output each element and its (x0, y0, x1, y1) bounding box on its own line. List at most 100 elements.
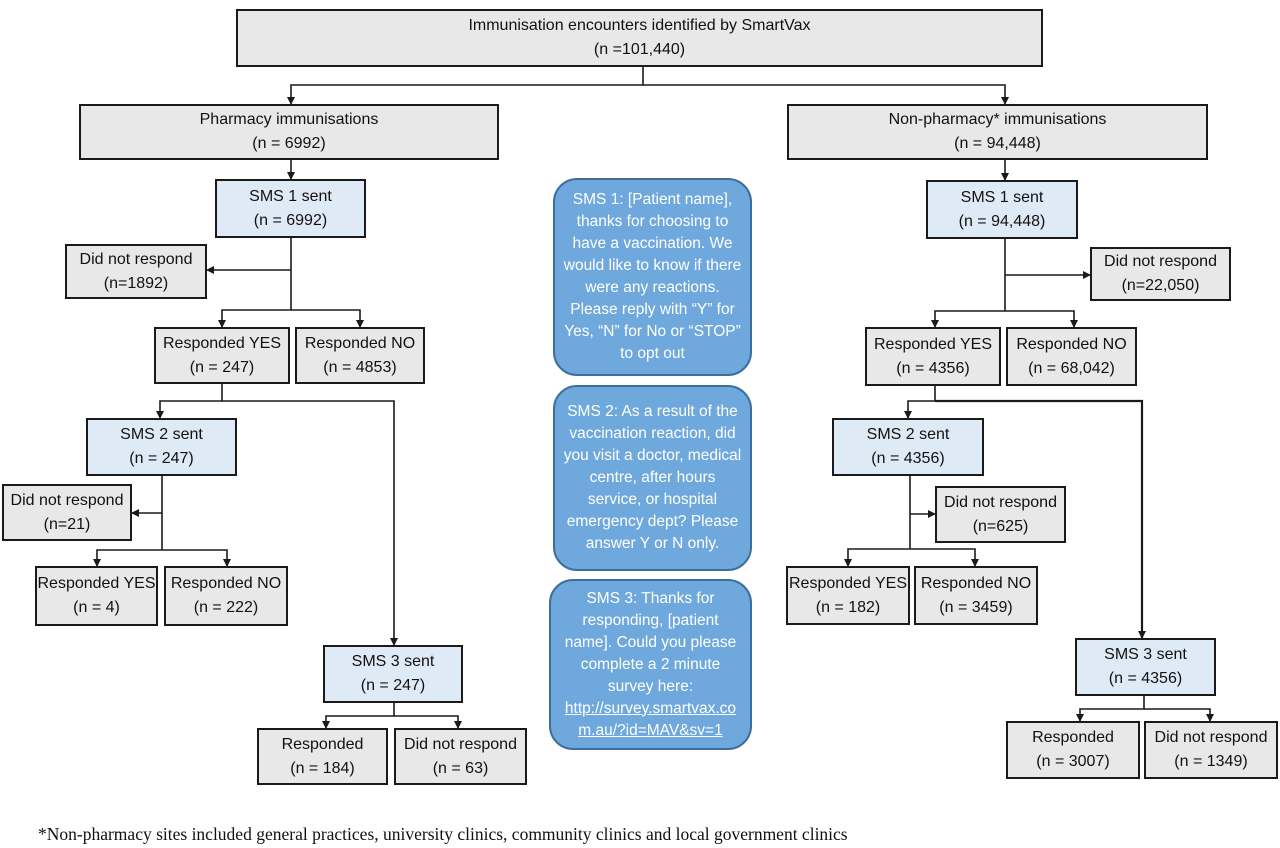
connector-sms2-to-yes (93, 549, 162, 567)
pharmacy-no2-label: Responded NO (170, 575, 282, 592)
nonpharmacy-sms1-box: SMS 1 sent (n = 94,448) (926, 180, 1078, 239)
nonpharmacy-header-title: Non-pharmacy* immunisations (888, 111, 1107, 128)
connector-sms1-to-yes (218, 309, 291, 328)
pharmacy-no-response3-label: Did not respond (404, 735, 517, 753)
nonpharmacy-no1-box: Responded NO (n = 68,042) (1006, 327, 1137, 386)
pharmacy-responded3-label: Responded (281, 735, 364, 753)
sms3-message-text: SMS 3: Thanks for responding, [patient n… (564, 589, 737, 695)
connector-top-to-pharmacy (287, 67, 644, 105)
pharmacy-no-response2-box: Did not respond (n=21) (2, 484, 132, 541)
pharmacy-no-response1-count: (n=1892) (103, 274, 169, 292)
pharmacy-header-box: Pharmacy immunisations (n = 6992) (79, 104, 499, 160)
pharmacy-no-response1-label: Did not respond (79, 250, 193, 268)
nonpharmacy-sms3-box: SMS 3 sent (n = 4356) (1075, 638, 1216, 696)
top-box-count: (n =101,440) (593, 41, 686, 58)
nonpharmacy-no-response2-count: (n=625) (972, 517, 1029, 535)
nonpharmacy-responded3-label: Responded (1032, 729, 1114, 746)
pharmacy-responded3-count: (n = 184) (290, 759, 355, 777)
pharmacy-sms2-box: SMS 2 sent (n = 247) (86, 418, 237, 476)
pharmacy-sms1-box: SMS 1 sent (n = 6992) (215, 179, 366, 238)
pharmacy-sms2-label: SMS 2 sent (120, 426, 203, 443)
pharmacy-sms1-count: (n = 6992) (253, 211, 328, 229)
pharmacy-no2-count: (n = 222) (193, 599, 259, 616)
connector-yes-to-sms3-right (935, 399, 1146, 639)
nonpharmacy-header-count: (n = 94,448) (954, 135, 1041, 152)
nonpharmacy-sms3-label: SMS 3 sent (1104, 646, 1187, 663)
connector-yes-to-sms3 (222, 400, 398, 646)
survey-link[interactable]: http://survey.smartvax.com.au/?id=MAV&sv… (564, 699, 737, 739)
nonpharmacy-header-box: Non-pharmacy* immunisations (n = 94,448) (787, 104, 1208, 160)
pharmacy-yes2-box: Responded YES (n = 4) (35, 566, 158, 626)
pharmacy-no-response2-count: (n=21) (43, 515, 91, 533)
nonpharmacy-no1-label: Responded NO (1016, 335, 1127, 353)
connector-sms2-to-yes-right (844, 548, 910, 567)
pharmacy-no1-box: Responded NO (n = 4853) (295, 327, 425, 384)
nonpharmacy-yes1-label: Responded YES (873, 335, 992, 353)
pharmacy-sms2-count: (n = 247) (129, 450, 194, 467)
sms1-message-bubble: SMS 1: [Patient name], thanks for choosi… (553, 178, 752, 376)
pharmacy-sms1-label: SMS 1 sent (249, 187, 332, 205)
pharmacy-sms3-box: SMS 3 sent (n = 247) (323, 645, 463, 703)
connector-sms3-to-no-response (394, 715, 462, 729)
nonpharmacy-no-response1-box: Did not respond (n=22,050) (1090, 247, 1231, 301)
nonpharmacy-yes1-count: (n = 4356) (896, 359, 970, 377)
connector-sms3-to-responded (322, 703, 395, 729)
nonpharmacy-no-response3-box: Did not respond (n = 1349) (1144, 721, 1278, 779)
pharmacy-sms3-label: SMS 3 sent (351, 653, 435, 670)
nonpharmacy-no1-count: (n = 68,042) (1028, 359, 1115, 377)
pharmacy-sms3-count: (n = 247) (360, 677, 426, 694)
nonpharmacy-yes2-count: (n = 182) (815, 598, 881, 616)
nonpharmacy-responded3-count: (n = 3007) (1036, 753, 1110, 770)
pharmacy-no2-box: Responded NO (n = 222) (164, 566, 288, 626)
nonpharmacy-no2-box: Responded NO (n = 3459) (914, 566, 1038, 625)
nonpharmacy-sms2-count: (n = 4356) (871, 450, 945, 467)
connector-yes-to-sms2-right (904, 386, 936, 419)
sms2-message-bubble: SMS 2: As a result of the vaccination re… (553, 385, 752, 571)
top-box: Immunisation encounters identified by Sm… (236, 9, 1043, 67)
nonpharmacy-sms2-box: SMS 2 sent (n = 4356) (832, 418, 984, 476)
top-box-title: Immunisation encounters identified by Sm… (468, 17, 811, 34)
pharmacy-yes2-count: (n = 4) (73, 599, 120, 616)
nonpharmacy-no-response2-label: Did not respond (944, 493, 1057, 511)
nonpharmacy-no-response3-label: Did not respond (1154, 729, 1268, 746)
nonpharmacy-no2-count: (n = 3459) (939, 598, 1013, 616)
nonpharmacy-responded3-box: Responded (n = 3007) (1006, 721, 1140, 779)
connector-sms2-to-no-right (910, 548, 979, 567)
pharmacy-no-response1-box: Did not respond (n=1892) (65, 244, 207, 299)
connector-sms3-to-no-response-right (1144, 708, 1214, 722)
pharmacy-no-response3-box: Did not respond (n = 63) (394, 728, 527, 785)
nonpharmacy-no-response1-count: (n=22,050) (1121, 277, 1200, 294)
nonpharmacy-no-response3-count: (n = 1349) (1174, 753, 1248, 770)
pharmacy-yes1-label: Responded YES (162, 334, 281, 352)
nonpharmacy-sms3-count: (n = 4356) (1108, 670, 1183, 687)
sms3-message-bubble: SMS 3: Thanks for responding, [patient n… (549, 579, 752, 750)
connector-top-to-nonpharmacy (643, 84, 1009, 105)
pharmacy-no-response2-label: Did not respond (10, 491, 124, 509)
pharmacy-no-response3-count: (n = 63) (432, 759, 489, 777)
connector-yes-to-sms2 (156, 384, 223, 419)
nonpharmacy-no-response2-box: Did not respond (n=625) (935, 486, 1066, 543)
nonpharmacy-no-response1-label: Did not respond (1104, 253, 1217, 270)
connector-sms1-to-no-right (1005, 310, 1078, 328)
nonpharmacy-sms2-label: SMS 2 sent (866, 426, 950, 443)
nonpharmacy-sms1-count: (n = 94,448) (958, 212, 1046, 230)
connector-sms1-to-yes-right (931, 310, 1005, 328)
connector-sms1-to-no (291, 309, 364, 328)
pharmacy-responded3-box: Responded (n = 184) (257, 728, 388, 785)
pharmacy-header-count: (n = 6992) (252, 135, 326, 152)
pharmacy-no1-count: (n = 4853) (323, 358, 397, 376)
sms2-message-text: SMS 2: As a result of the vaccination re… (563, 403, 742, 552)
nonpharmacy-yes2-label: Responded YES (788, 574, 907, 592)
nonpharmacy-sms1-label: SMS 1 sent (960, 188, 1044, 206)
connector-sms2-to-no (162, 549, 231, 567)
nonpharmacy-no2-label: Responded NO (920, 574, 1032, 592)
pharmacy-no1-label: Responded NO (304, 334, 416, 352)
connector-sms3-to-responded-right (1076, 696, 1145, 722)
pharmacy-header-title: Pharmacy immunisations (199, 111, 379, 128)
pharmacy-yes2-label: Responded YES (37, 575, 156, 592)
pharmacy-yes1-count: (n = 247) (189, 358, 255, 376)
sms1-message-text: SMS 1: [Patient name], thanks for choosi… (563, 191, 742, 362)
nonpharmacy-yes1-box: Responded YES (n = 4356) (865, 327, 1001, 386)
footnote: *Non-pharmacy sites included general pra… (38, 824, 848, 844)
